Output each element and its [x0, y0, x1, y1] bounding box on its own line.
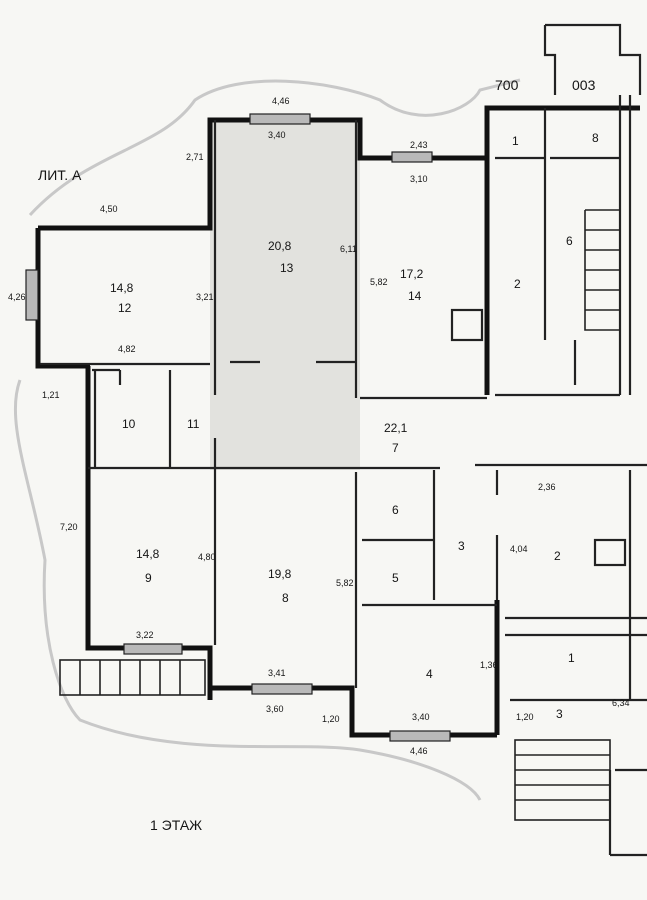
- height-mark-2: 003: [572, 77, 596, 93]
- room-13-area: 20,8: [268, 239, 292, 253]
- room-8-upper: 8: [592, 131, 599, 145]
- dim-120-left: 1,20: [322, 714, 340, 724]
- room-8-area: 19,8: [268, 567, 292, 581]
- dim-321: 3,21: [196, 292, 214, 302]
- footprint-outline: [13, 78, 521, 801]
- stairs-left: [59, 659, 206, 696]
- room-14-number: 14: [408, 289, 422, 303]
- window-9: [123, 643, 183, 655]
- dim-120-right: 1,20: [516, 712, 534, 722]
- room-3-lower: 3: [556, 707, 563, 721]
- room-12-number: 12: [118, 301, 132, 315]
- room-6-lower: 6: [392, 503, 399, 517]
- right-block: [450, 23, 647, 857]
- dim-582-lower: 5,82: [336, 578, 354, 588]
- dim-322: 3,22: [136, 630, 154, 640]
- room-3-number: 3: [458, 539, 465, 553]
- plan-labels: ЛИТ. А 1 ЭТАЖ 12 14,8 13 20,8 14 17,2 1 …: [8, 77, 630, 833]
- window-8: [251, 683, 313, 695]
- dim-236: 2,36: [538, 482, 556, 492]
- label-floor: 1 ЭТАЖ: [150, 817, 202, 833]
- window-top: [249, 113, 311, 125]
- room-7-number: 7: [392, 441, 399, 455]
- dim-341: 3,41: [268, 668, 286, 678]
- dim-121: 1,21: [42, 390, 60, 400]
- room-12-area: 14,8: [110, 281, 134, 295]
- room-10-number: 10: [122, 417, 136, 431]
- dim-360: 3,60: [266, 704, 284, 714]
- dim-404: 4,04: [510, 544, 528, 554]
- dim-426: 4,26: [8, 292, 26, 302]
- height-mark-1: 700: [495, 77, 519, 93]
- room-4-number: 4: [426, 667, 433, 681]
- stairs-right: [514, 739, 611, 821]
- label-lit: ЛИТ. А: [38, 167, 82, 183]
- room-6-upper: 6: [566, 234, 573, 248]
- interior-walls: [40, 120, 647, 688]
- dim-482: 4,82: [118, 344, 136, 354]
- window-left: [25, 269, 39, 321]
- room-2-lower: 2: [554, 549, 561, 563]
- room-13-number: 13: [280, 261, 294, 275]
- room-5-number: 5: [392, 571, 399, 585]
- dim-634: 6,34: [612, 698, 630, 708]
- room-1-upper: 1: [512, 134, 519, 148]
- room-14-area: 17,2: [400, 267, 424, 281]
- room-9-area: 14,8: [136, 547, 160, 561]
- window-14: [391, 151, 433, 163]
- dim-450: 4,50: [100, 204, 118, 214]
- dim-271: 2,71: [186, 152, 204, 162]
- room-9-number: 9: [145, 571, 152, 585]
- room-2-upper: 2: [514, 277, 521, 291]
- dim-720: 7,20: [60, 522, 78, 532]
- dim-611: 6,11: [340, 244, 357, 254]
- dim-243: 2,43: [410, 140, 428, 150]
- dim-446-bottom: 4,46: [410, 746, 428, 756]
- dim-340-top: 3,40: [268, 130, 286, 140]
- dim-480: 4,80: [198, 552, 216, 562]
- room-1-lower: 1: [568, 651, 575, 665]
- dim-582-upper: 5,82: [370, 277, 388, 287]
- dim-310: 3,10: [410, 174, 428, 184]
- window-4: [389, 730, 451, 742]
- dim-136: 1,36: [480, 660, 498, 670]
- stairs-upper: [584, 209, 621, 331]
- hall-shade: [210, 120, 360, 470]
- dim-446-top: 4,46: [272, 96, 290, 106]
- room-8-number: 8: [282, 591, 289, 605]
- dim-340-bottom: 3,40: [412, 712, 430, 722]
- room-11-number: 11: [187, 417, 200, 431]
- room-7-area: 22,1: [384, 421, 408, 435]
